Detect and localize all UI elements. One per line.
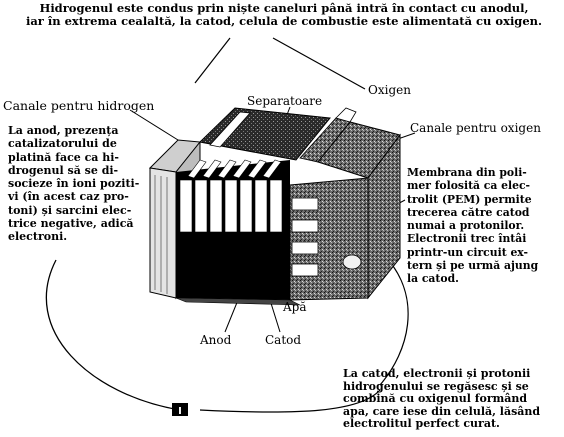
label-apa: Apă [283, 300, 307, 314]
circuit-load-box [172, 403, 188, 416]
separator-strip [209, 111, 251, 148]
note-catod: La catod, electronii și protonii hidroge… [343, 367, 541, 430]
external-circuit-wire-right [379, 261, 409, 386]
separator-tab [335, 107, 357, 123]
circuit-load-symbol: I [178, 406, 182, 417]
note-membrana: Membrana din poli- mer folosită ca elec-… [407, 166, 539, 286]
pointer-canale-h [129, 109, 179, 141]
oxygen-plate-front [289, 177, 369, 301]
pointer-anod [224, 299, 239, 333]
intro-text: Hidrogenul este condus prin niște canelu… [25, 1, 543, 28]
hydrogen-channels [154, 175, 168, 294]
oxygen-channels [291, 197, 319, 277]
pointer-line-oxygen [272, 37, 366, 90]
pointer-line-hydrogen [194, 37, 231, 84]
water-droplet [342, 254, 362, 270]
label-canale-hidrogen: Canale pentru hidrogen [3, 98, 155, 113]
external-circuit-wire [45, 259, 381, 413]
label-anod: Anod [200, 333, 232, 347]
separator-fins [179, 159, 283, 233]
label-catod: Catod [265, 333, 302, 347]
electrode-base [175, 297, 301, 306]
note-anod: La anod, prezența catalizatorului de pla… [8, 124, 140, 244]
pointer-catod [269, 299, 281, 333]
label-separatoare: Separatoare [247, 94, 323, 108]
label-oxigen: Oxigen [368, 83, 411, 97]
label-canale-oxigen: Canale pentru oxigen [410, 121, 541, 135]
